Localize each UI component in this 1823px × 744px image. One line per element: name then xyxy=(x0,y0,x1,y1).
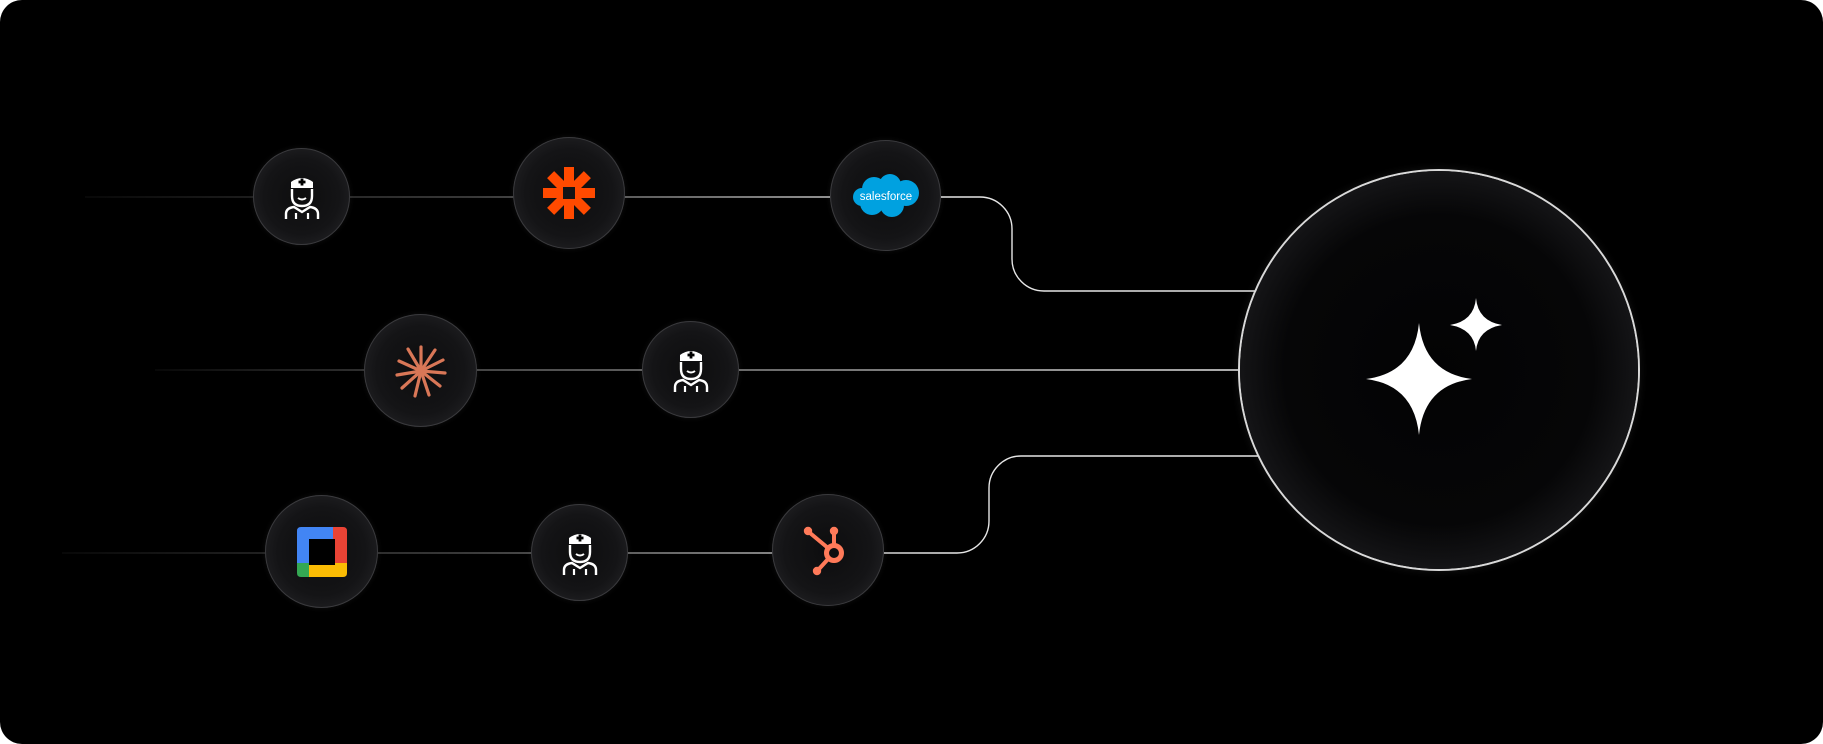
node-claude[interactable] xyxy=(364,314,477,427)
wire-row-3 xyxy=(62,455,1262,554)
node-google-workspace[interactable] xyxy=(265,495,378,608)
ai-sparkle-icon xyxy=(1364,293,1514,447)
wire-row-1 xyxy=(85,196,1262,292)
node-nurse-1[interactable] xyxy=(253,148,350,245)
salesforce-icon: salesforce xyxy=(852,173,920,219)
zapier-icon xyxy=(541,165,597,221)
nurse-icon xyxy=(560,530,600,576)
nurse-icon xyxy=(282,174,322,220)
nurse-icon xyxy=(671,347,711,393)
node-salesforce[interactable]: salesforce xyxy=(830,140,941,251)
node-hubspot[interactable] xyxy=(772,494,884,606)
hubspot-icon xyxy=(801,523,855,577)
claude-starburst-icon xyxy=(393,343,449,399)
node-zapier[interactable] xyxy=(513,137,625,249)
node-nurse-3[interactable] xyxy=(531,504,628,601)
ai-hub[interactable] xyxy=(1240,171,1638,569)
node-nurse-2[interactable] xyxy=(642,321,739,418)
salesforce-wordmark: salesforce xyxy=(859,191,911,203)
google-workspace-icon xyxy=(296,526,347,577)
